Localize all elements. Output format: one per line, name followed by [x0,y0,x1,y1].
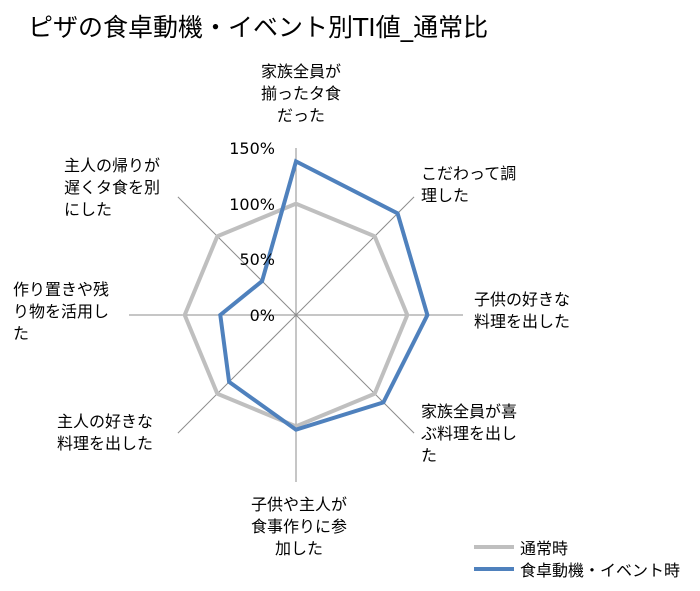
category-label: 子供の好きな 料理を出した [474,290,571,331]
spoke-1 [295,196,415,316]
legend: 通常時 食卓動機・イベント時 [474,536,680,580]
category-label: 子供や主人が 食事作りに参 加した [250,495,347,558]
series-line-1 [218,158,430,432]
legend-item-normal: 通常時 [474,536,680,558]
category-label: 家族全員が 揃ったタ食 だった [260,62,341,125]
legend-label-event: 食卓動機・イベント時 [520,561,681,580]
legend-label-normal: 通常時 [520,539,569,558]
spoke-3 [295,314,415,434]
tick-label: 150% [229,139,275,158]
chart-title: ピザの食卓動機・イベント別TI値_通常比 [28,13,489,42]
spoke-5 [177,314,297,434]
tick-label: 100% [229,194,275,214]
legend-swatch-event [474,567,514,571]
category-label: 作り置きや残 り物を活用し た [13,280,110,343]
legend-item-event: 食卓動機・イベント時 [474,558,680,580]
category-label: こだわって調 理した [421,164,517,205]
series-line-0 [182,201,410,429]
category-label: 主人の好きな 料理を出した [57,412,154,453]
legend-swatch-normal [474,545,514,549]
tick-label: 0% [249,306,275,325]
tick-label: 50% [239,250,275,270]
category-label: 家族全員が喜 ぶ料理を出し た [421,402,518,465]
spoke-7 [177,196,297,316]
category-label: 主人の帰りが 遅くタ食を別 にした [64,156,161,219]
